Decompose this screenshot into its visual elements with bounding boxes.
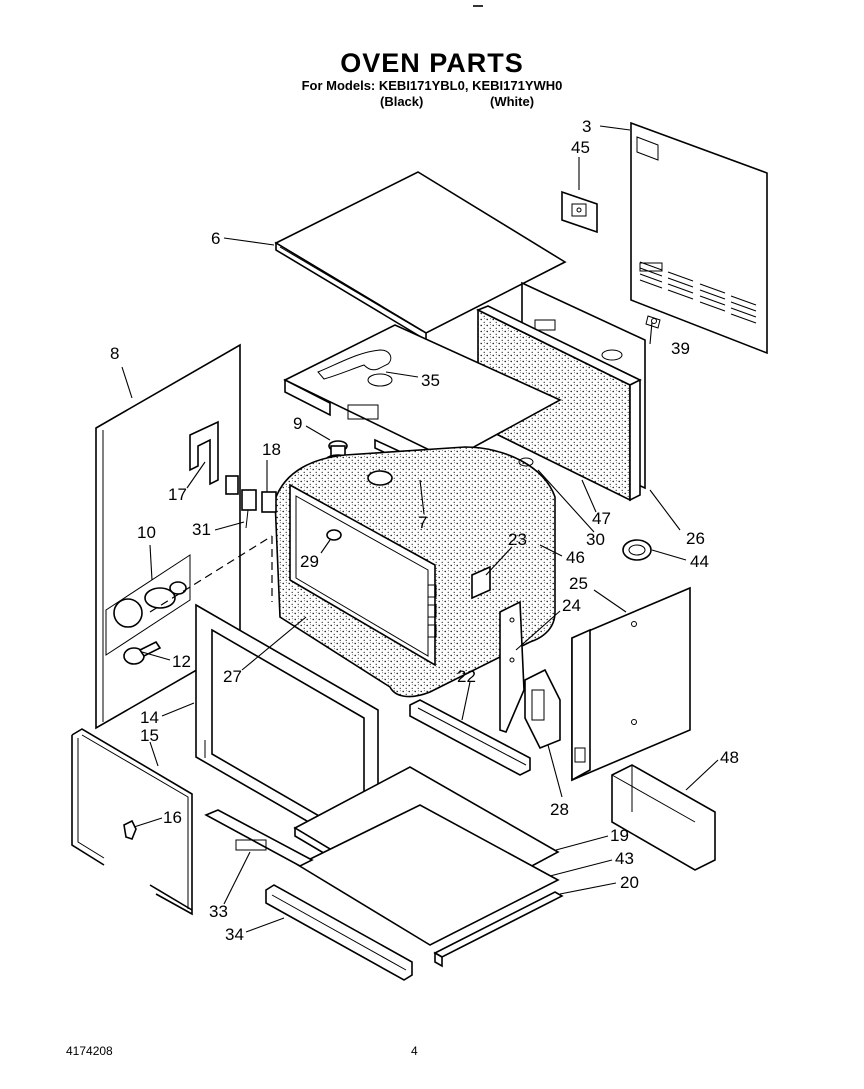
part-22-rail <box>409 699 531 776</box>
callout-26: 26 <box>686 529 705 548</box>
part-43-under-panel <box>296 804 560 946</box>
callout-35: 35 <box>421 371 440 390</box>
part-47-rear-insulation <box>476 305 642 502</box>
callout-9: 9 <box>293 414 302 433</box>
callout-45: 45 <box>571 138 590 157</box>
callout-31: 31 <box>192 520 211 539</box>
part-18-switch <box>261 491 277 513</box>
callout-39: 39 <box>671 339 690 358</box>
callout-leaders <box>121 125 719 933</box>
callout-24: 24 <box>562 596 581 615</box>
callout-6: 6 <box>211 229 220 248</box>
callout-10: 10 <box>137 523 156 542</box>
models-line: For Models: KEBI171YBL0, KEBI171YWH0 <box>301 78 563 93</box>
callout-48: 48 <box>720 748 739 767</box>
part-17-bracket <box>189 420 219 486</box>
part-10-motor <box>105 554 191 656</box>
callout-20: 20 <box>620 873 639 892</box>
callout-8: 8 <box>110 344 119 363</box>
part-31-switch <box>225 475 257 529</box>
callout-46: 46 <box>566 548 585 567</box>
callout-18: 18 <box>262 440 281 459</box>
callout-29: 29 <box>300 552 319 571</box>
page-number: 4 <box>411 1044 418 1058</box>
callout-34: 34 <box>225 925 244 944</box>
callout-3: 3 <box>582 117 591 136</box>
variant-black-label: (Black) <box>380 94 424 109</box>
callout-23: 23 <box>508 530 527 549</box>
callout-19: 19 <box>610 826 629 845</box>
callout-43: 43 <box>615 849 634 868</box>
callout-16: 16 <box>163 808 182 827</box>
callout-44: 44 <box>690 552 709 571</box>
callout-15: 15 <box>140 726 159 745</box>
part-35-vent-duct <box>283 324 562 461</box>
document-number: 4174208 <box>66 1044 113 1058</box>
page-title: OVEN PARTS <box>340 48 524 78</box>
part-6-top-panel <box>274 171 567 342</box>
callout-12: 12 <box>172 652 191 671</box>
callout-27: 27 <box>223 667 242 686</box>
part-24-bracket <box>499 600 525 733</box>
callout-7: 7 <box>418 513 427 532</box>
callout-25: 25 <box>569 574 588 593</box>
variant-white-label: (White) <box>490 94 535 109</box>
callout-22: 22 <box>457 667 476 686</box>
part-28-hinge <box>524 668 561 750</box>
part-46-oven-cavity <box>274 446 556 698</box>
callout-30: 30 <box>586 530 605 549</box>
callout-47: 47 <box>592 509 611 528</box>
part-20-strip <box>433 891 564 968</box>
part-34-kick-rail <box>265 884 413 981</box>
part-25-right-side-panel <box>571 586 691 782</box>
part-33-vent <box>204 809 314 867</box>
callout-28: 28 <box>550 800 569 819</box>
callout-33: 33 <box>209 902 228 921</box>
part-48-trim <box>611 764 716 871</box>
callout-17: 17 <box>168 485 187 504</box>
part-39-clip <box>645 315 661 329</box>
part-44-ring <box>622 539 652 561</box>
part-16-clip <box>123 819 137 840</box>
callout-14: 14 <box>140 708 159 727</box>
part-3-rear-cover <box>630 121 768 355</box>
part-15-door-gasket <box>71 728 193 916</box>
part-45-bracket <box>561 190 598 234</box>
assembly-dash-line <box>149 535 273 613</box>
